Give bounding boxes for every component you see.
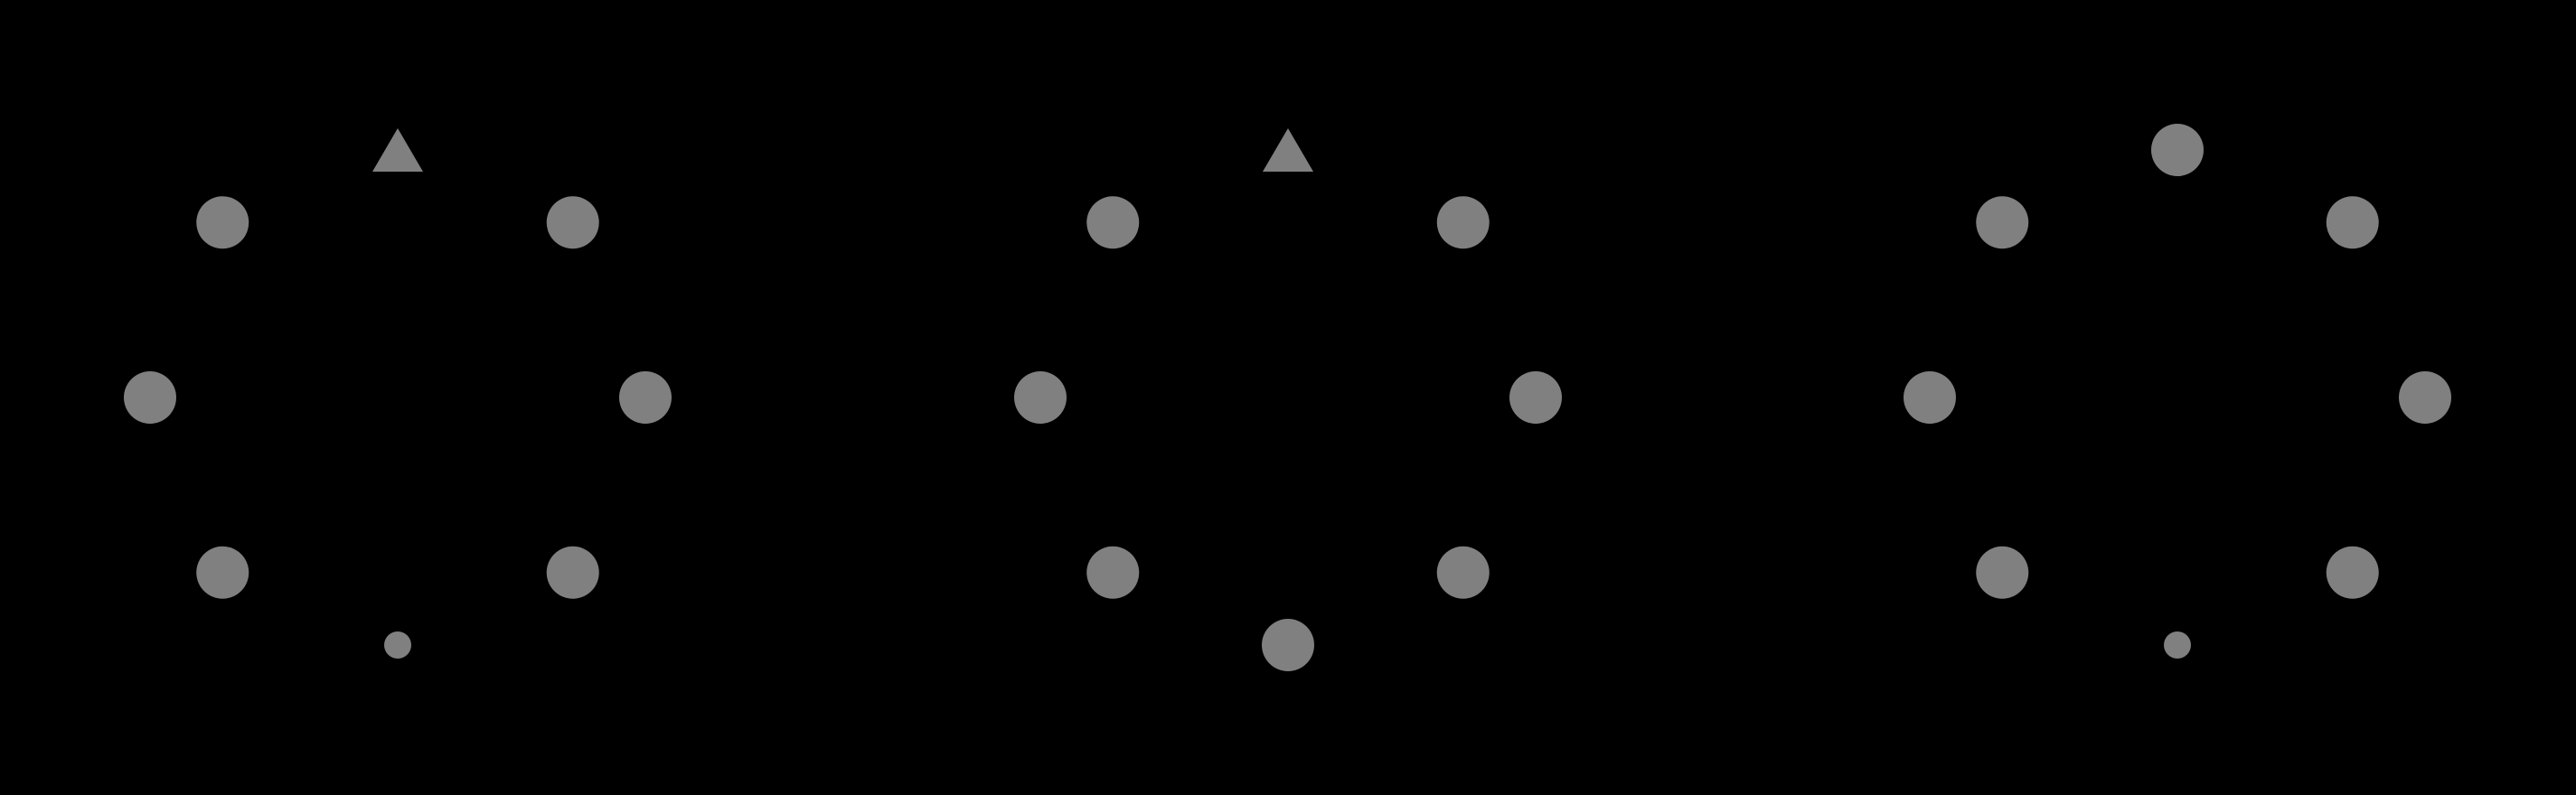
top-right-circle <box>1436 196 1490 249</box>
right-circle <box>2399 371 2451 424</box>
right-circle <box>619 371 672 424</box>
left-circle <box>1014 371 1067 424</box>
figure-right <box>1904 124 2451 659</box>
bottom-small-circle <box>384 631 411 659</box>
figure-middle <box>1014 128 1562 671</box>
top-circle <box>2151 124 2204 176</box>
bottom-right-circle <box>546 546 599 599</box>
top-left-circle <box>196 196 249 249</box>
top-right-circle <box>2326 196 2379 249</box>
right-circle <box>1509 371 1562 424</box>
bottom-small-circle <box>2164 631 2191 659</box>
top-left-circle <box>1086 196 1140 249</box>
top-triangle <box>372 128 423 172</box>
bottom-right-circle <box>1436 546 1490 599</box>
left-circle <box>124 371 176 424</box>
bottom-circle <box>1262 619 1314 671</box>
bottom-left-circle <box>196 546 249 599</box>
top-left-circle <box>1976 196 2029 249</box>
bottom-right-circle <box>2326 546 2379 599</box>
top-triangle <box>1263 128 1313 172</box>
figure-left <box>124 128 672 659</box>
top-right-circle <box>546 196 599 249</box>
left-circle <box>1904 371 1956 424</box>
bottom-left-circle <box>1976 546 2029 599</box>
bottom-left-circle <box>1086 546 1140 599</box>
